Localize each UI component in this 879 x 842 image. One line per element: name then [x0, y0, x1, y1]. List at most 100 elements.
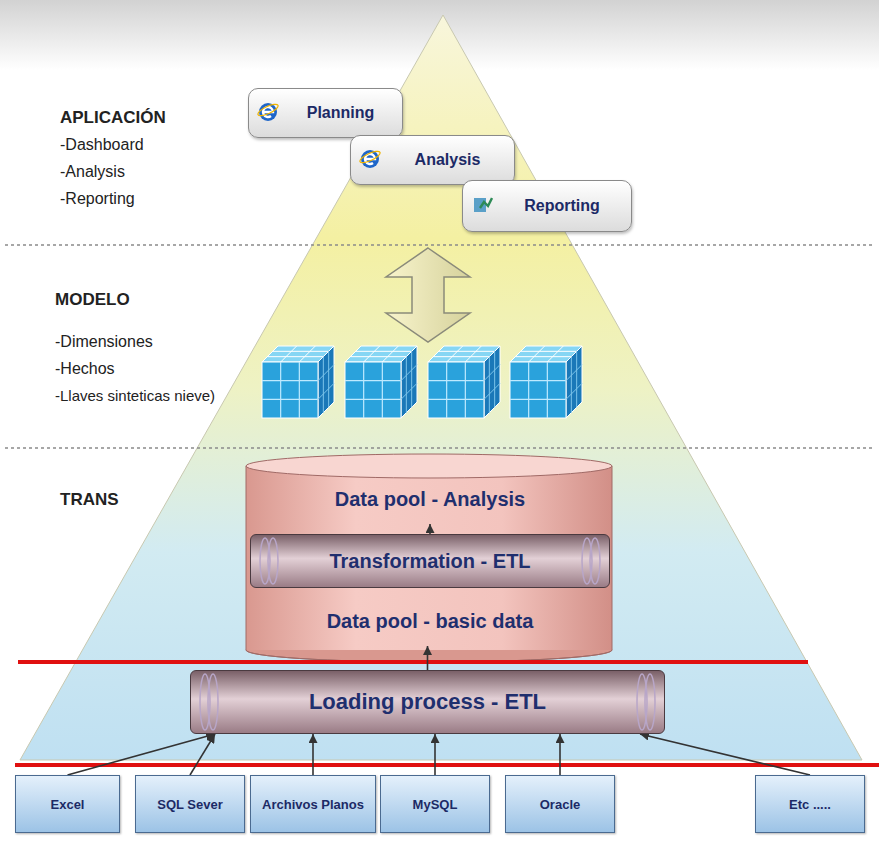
icon-mark: [480, 198, 492, 208]
cube-grid: [350, 356, 406, 357]
app-box: Reporting: [462, 180, 632, 232]
layer-item: -Hechos: [55, 360, 115, 378]
layer-item: -Dimensiones: [55, 333, 153, 351]
pyramid: [20, 15, 862, 760]
cube-grid: [529, 346, 545, 362]
source-box: Archivos Planos: [250, 775, 376, 833]
cube-grid: [356, 351, 412, 352]
cube-grid: [328, 351, 329, 407]
cube-grid: [281, 346, 297, 362]
cylinder-body: [246, 466, 612, 650]
layer-item: -Analysis: [60, 163, 125, 181]
connector-arrow: [68, 734, 216, 775]
cube-grid: [515, 356, 571, 357]
connector-arrow: [427, 646, 429, 670]
cube-grid: [323, 357, 324, 413]
node-text: Analysis: [415, 151, 481, 169]
cube-front: [428, 362, 484, 418]
source-box: Etc .....: [755, 775, 865, 833]
red-line: [18, 660, 808, 664]
node-text: Oracle: [540, 797, 580, 812]
cube-grid: [528, 362, 529, 418]
cylinder-top: [246, 454, 612, 478]
icon-ring: [257, 102, 279, 118]
node-text: Excel: [51, 797, 85, 812]
layer-heading: MODELO: [55, 290, 130, 310]
node-text: Transformation - ETL: [329, 550, 530, 573]
cube-grid: [318, 365, 334, 381]
connector-arrow: [190, 734, 215, 775]
connector-arrow: [640, 734, 810, 775]
etl-pipe: Transformation - ETL: [250, 534, 610, 588]
cube-grid: [382, 362, 383, 418]
layer-item: -Reporting: [60, 190, 135, 208]
app-box: Planning: [248, 88, 403, 138]
node-text: Data pool - Analysis: [335, 488, 525, 511]
cube-grid: [447, 346, 463, 362]
cube-grid: [401, 365, 417, 381]
cube-grid: [547, 346, 563, 362]
source-box: Oracle: [505, 775, 615, 833]
cylinder-side: [612, 466, 613, 650]
pipe-ring: [590, 538, 600, 584]
cube-grid: [262, 380, 318, 381]
cubes: [262, 346, 582, 418]
cube-grid: [433, 356, 489, 357]
data-pool-band: Data pool - Analysis: [265, 474, 595, 524]
etl-pipe: Loading process - ETL: [190, 670, 665, 734]
cube: [510, 346, 582, 418]
app-box: Analysis: [350, 135, 515, 185]
cube-grid: [521, 351, 577, 352]
cube-grid: [566, 383, 582, 399]
cube-grid: [510, 399, 566, 400]
cube-grid: [547, 362, 548, 418]
cylinder-body: [246, 466, 612, 650]
cube-grid: [428, 399, 484, 400]
cube-front: [262, 362, 318, 418]
node-text: MySQL: [413, 797, 458, 812]
cube-grid: [273, 351, 329, 352]
cube-grid: [489, 357, 490, 413]
node-text: Planning: [307, 104, 375, 122]
icon-ring: [359, 149, 381, 165]
cube-grid: [465, 346, 481, 362]
cube-grid: [345, 399, 401, 400]
cube: [345, 346, 417, 418]
source-box: Excel: [15, 775, 120, 833]
cube-grid: [446, 362, 447, 418]
cube-grid: [566, 365, 582, 381]
cube-grid: [299, 346, 315, 362]
data-pool-band: Data pool - basic data: [265, 596, 595, 646]
node-text: Archivos Planos: [262, 797, 364, 812]
cube-grid: [411, 351, 412, 407]
source-box: SQL Sever: [135, 775, 245, 833]
cube: [428, 346, 500, 418]
source-box: MySQL: [380, 775, 490, 833]
cube-grid: [406, 357, 407, 413]
app-icon: [257, 101, 279, 123]
cube-grid: [428, 380, 484, 381]
cube: [262, 346, 334, 418]
pipe-ring: [645, 674, 655, 730]
layer-item: -Dashboard: [60, 136, 144, 154]
cube-grid: [576, 351, 577, 407]
double-arrow: [386, 248, 470, 342]
layer-heading: APLICACIÓN: [60, 108, 166, 128]
connector-arrow: [429, 524, 431, 534]
cube-grid: [484, 383, 500, 399]
connector-arrow: [312, 734, 314, 775]
cube-front: [510, 362, 566, 418]
node-text: Data pool - basic data: [327, 610, 534, 633]
connector-arrow: [559, 734, 561, 775]
cube-grid: [484, 365, 500, 381]
cube-grid: [510, 380, 566, 381]
node-text: SQL Sever: [157, 797, 223, 812]
node-text: Etc .....: [789, 797, 831, 812]
cube-grid: [267, 356, 323, 357]
cube-grid: [401, 383, 417, 399]
node-text: Loading process - ETL: [309, 689, 546, 715]
cube-grid: [382, 346, 398, 362]
red-line: [15, 763, 879, 767]
pipe-ring: [268, 538, 278, 584]
